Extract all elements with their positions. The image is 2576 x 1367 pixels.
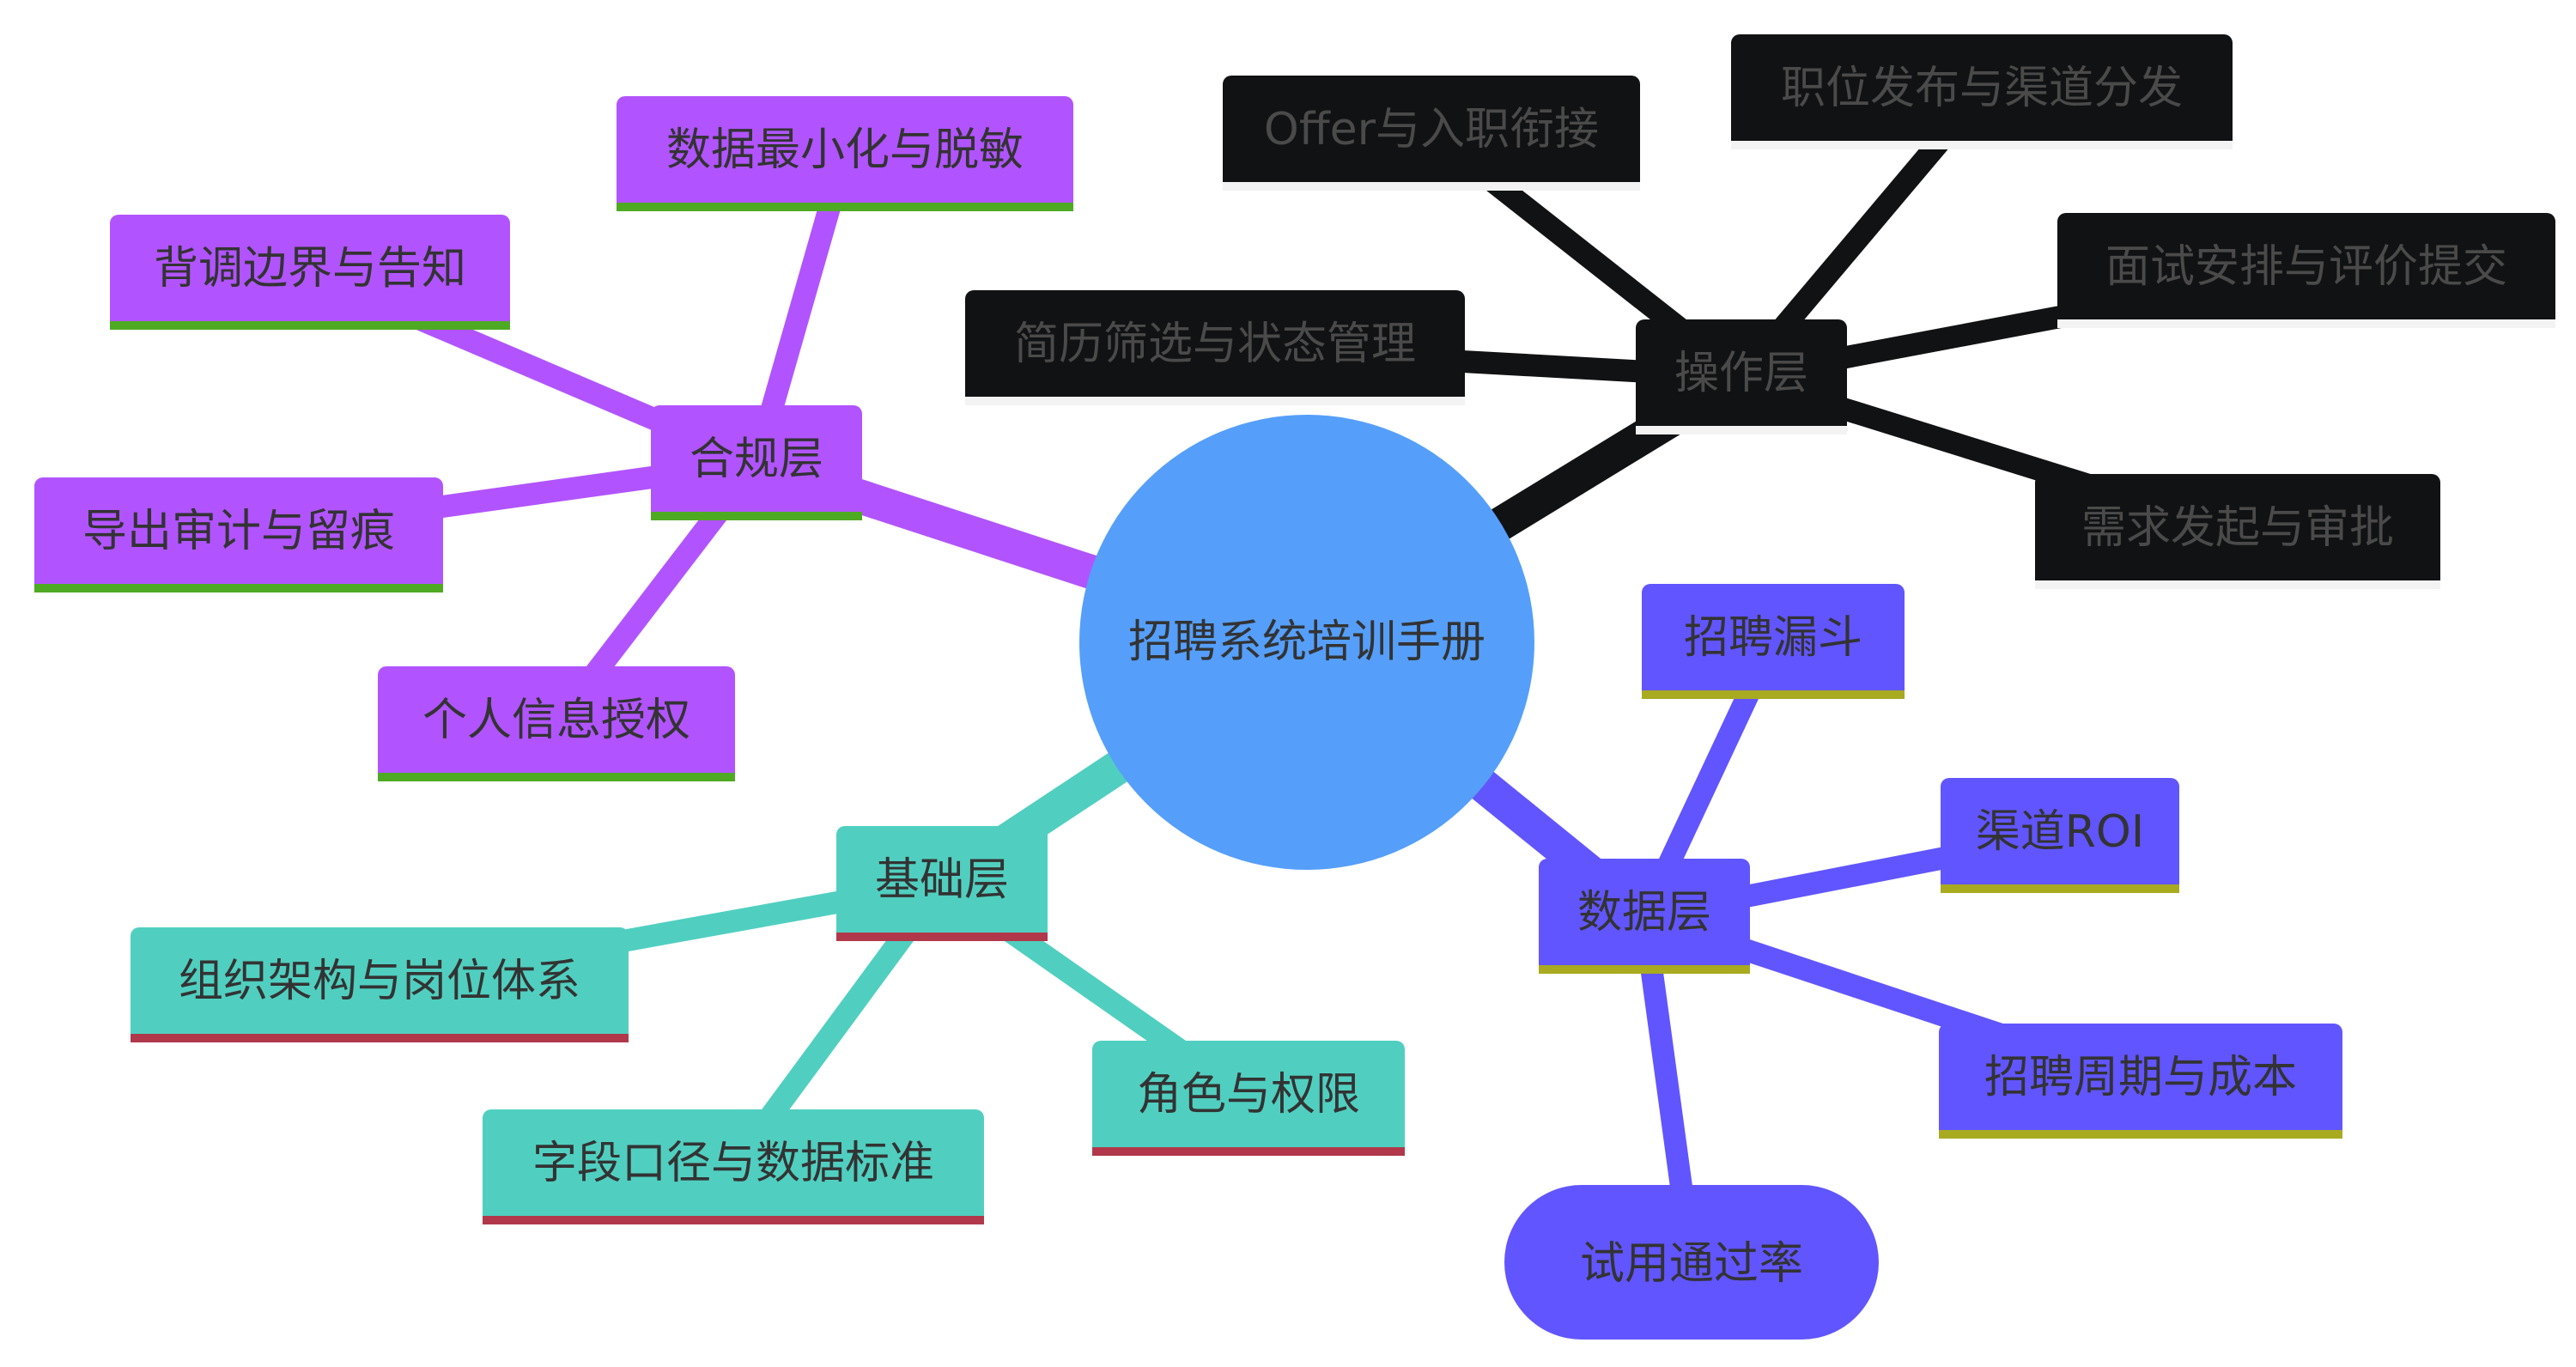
topic-node-box xyxy=(34,477,443,592)
branch-node-box xyxy=(1636,319,1847,434)
root-node: 招聘系统培训手册 xyxy=(1079,415,1534,870)
branch-node: 基础层 xyxy=(836,826,1048,941)
topic-node-box xyxy=(1642,584,1905,699)
topic-node-label: Offer与入职衔接 xyxy=(1264,104,1599,155)
branch-node-label: 数据层 xyxy=(1577,887,1711,939)
topic-node-label: 需求发起与审批 xyxy=(2081,502,2394,554)
branch-node-box xyxy=(836,826,1048,941)
topic-node: 组织架构与岗位体系 xyxy=(131,927,629,1042)
root-label: 招聘系统培训手册 xyxy=(1128,617,1485,668)
topic-node: 需求发起与审批 xyxy=(2035,474,2440,589)
topic-node-box xyxy=(1939,1024,2342,1139)
branch-node-underline xyxy=(1539,965,1750,974)
branch-node: 合规层 xyxy=(651,405,862,520)
topic-node-box xyxy=(2035,474,2440,589)
branch-node: 操作层 xyxy=(1636,319,1847,434)
topic-node: 角色与权限 xyxy=(1092,1041,1405,1156)
branch-node-box xyxy=(651,405,862,520)
topic-node: 招聘漏斗 xyxy=(1642,584,1905,699)
branch-node-underline xyxy=(651,512,862,520)
topic-node-shape xyxy=(1504,1185,1879,1340)
topic-node-box xyxy=(1223,76,1640,191)
topic-node-box xyxy=(483,1109,984,1224)
topic-node-underline xyxy=(1092,1147,1405,1156)
topic-node-underline xyxy=(483,1216,984,1224)
topic-node-label: 招聘周期与成本 xyxy=(1984,1052,2297,1103)
topic-node-box xyxy=(1941,778,2179,893)
topic-node: 个人信息授权 xyxy=(378,666,735,781)
topic-node: 渠道ROI xyxy=(1941,778,2179,893)
topic-node-label: 个人信息授权 xyxy=(422,695,690,746)
topic-node-label: 面试安排与评价提交 xyxy=(2105,241,2507,293)
topic-node-underline xyxy=(378,773,735,781)
branch-node-box xyxy=(1539,859,1750,974)
topic-node-box xyxy=(131,927,629,1042)
topic-node-underline xyxy=(2035,580,2440,589)
topic-node-underline xyxy=(131,1034,629,1042)
topic-node-label: 试用通过率 xyxy=(1580,1238,1803,1290)
topic-node-box xyxy=(1731,34,2233,149)
branch-node-label: 合规层 xyxy=(690,434,823,485)
topic-node-label: 组织架构与岗位体系 xyxy=(179,956,580,1007)
root-circle xyxy=(1079,415,1534,870)
topic-node-box xyxy=(965,290,1465,405)
topic-node-underline xyxy=(1941,884,2179,893)
topic-node-label: 简历筛选与状态管理 xyxy=(1014,319,1416,370)
topic-node-underline xyxy=(617,203,1073,211)
topic-node: 面试安排与评价提交 xyxy=(2057,213,2555,328)
topic-node-underline xyxy=(1223,182,1640,191)
topic-node-underline xyxy=(1939,1130,2342,1139)
topic-node-box xyxy=(2057,213,2555,328)
topic-node-box xyxy=(1092,1041,1405,1156)
topic-node: 简历筛选与状态管理 xyxy=(965,290,1465,405)
topic-node-underline xyxy=(110,321,510,330)
topic-node-label: 导出审计与留痕 xyxy=(82,506,395,557)
topic-node: 背调边界与告知 xyxy=(110,215,510,330)
branch-node-underline xyxy=(1636,426,1847,434)
topic-node-box xyxy=(110,215,510,330)
topic-node: 招聘周期与成本 xyxy=(1939,1024,2342,1139)
topic-node-underline xyxy=(2057,319,2555,328)
branch-node-label: 操作层 xyxy=(1674,348,1808,399)
topic-node-label: 字段口径与数据标准 xyxy=(532,1138,934,1189)
topic-node-label: 招聘漏斗 xyxy=(1684,612,1862,664)
topic-node-label: 背调边界与告知 xyxy=(154,243,466,295)
topic-node-box xyxy=(378,666,735,781)
topic-node-label: 职位发布与渠道分发 xyxy=(1781,63,2183,114)
topic-node: 数据最小化与脱敏 xyxy=(617,96,1073,211)
topic-node-underline xyxy=(34,584,443,592)
topic-node: 试用通过率 xyxy=(1504,1185,1879,1340)
branch-node: 数据层 xyxy=(1539,859,1750,974)
topic-node: 字段口径与数据标准 xyxy=(483,1109,984,1224)
branch-node-underline xyxy=(836,933,1048,941)
branch-node-label: 基础层 xyxy=(875,854,1009,906)
topic-node-label: 数据最小化与脱敏 xyxy=(666,125,1024,176)
topic-node-box xyxy=(617,96,1073,211)
topic-node-underline xyxy=(1731,141,2233,149)
topic-node-label: 角色与权限 xyxy=(1137,1069,1360,1121)
topic-node: Offer与入职衔接 xyxy=(1223,76,1640,191)
topic-node: 导出审计与留痕 xyxy=(34,477,443,592)
topic-node-underline xyxy=(1642,690,1905,699)
topic-node: 职位发布与渠道分发 xyxy=(1731,34,2233,149)
topic-node-underline xyxy=(965,397,1465,405)
topic-node-label: 渠道ROI xyxy=(1976,806,2144,858)
